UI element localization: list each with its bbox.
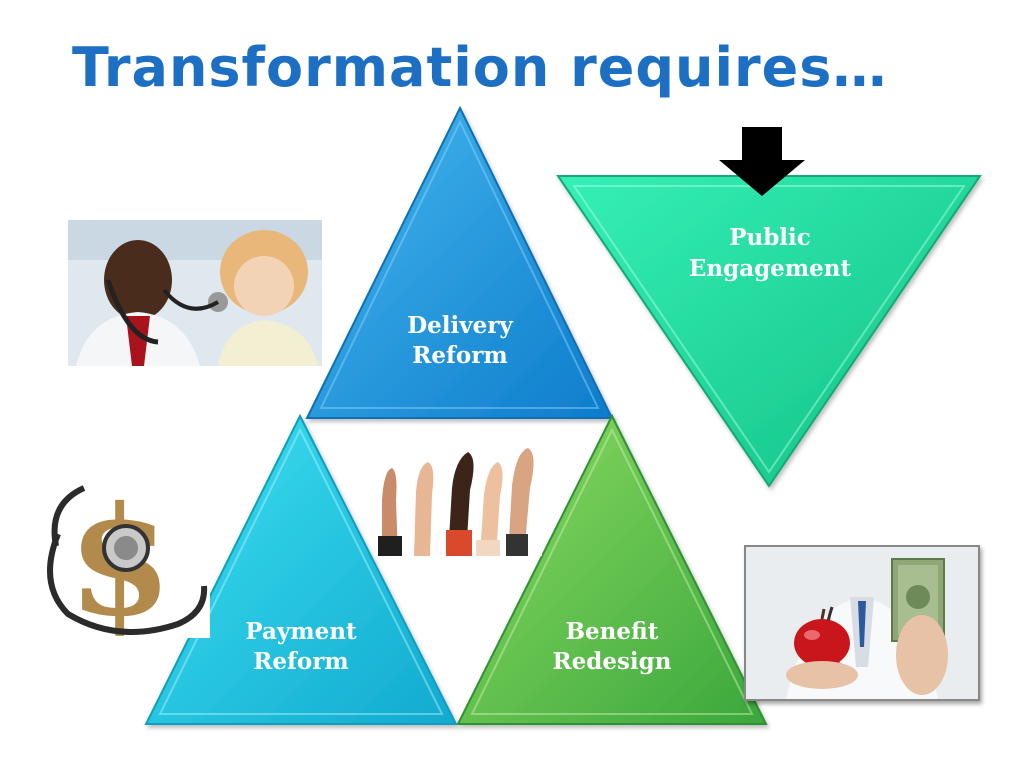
payment-reform-triangle: Payment Reform (144, 413, 458, 725)
down-arrow-icon (719, 127, 805, 196)
delivery-reform-label-1: Delivery (407, 312, 513, 339)
payment-reform-label-1: Payment (245, 618, 357, 645)
raised-hands-photo (374, 446, 542, 556)
payment-reform-label-2: Reform (253, 648, 348, 675)
apple-money-photo (744, 545, 980, 701)
benefit-redesign-label-1: Benefit (566, 618, 659, 645)
doctor-child-photo (68, 220, 322, 366)
delivery-reform-label-2: Reform (412, 342, 507, 369)
delivery-reform-triangle: Delivery Reform (305, 105, 614, 419)
dollar-stethoscope-icon: $ (28, 474, 210, 638)
public-engagement-label-1: Public (729, 224, 811, 251)
benefit-redesign-triangle: Benefit Redesign (456, 413, 768, 725)
public-engagement-label-2: Engagement (689, 255, 852, 282)
slide-title: Transformation requires… (72, 36, 888, 99)
benefit-redesign-label-2: Redesign (553, 648, 672, 675)
